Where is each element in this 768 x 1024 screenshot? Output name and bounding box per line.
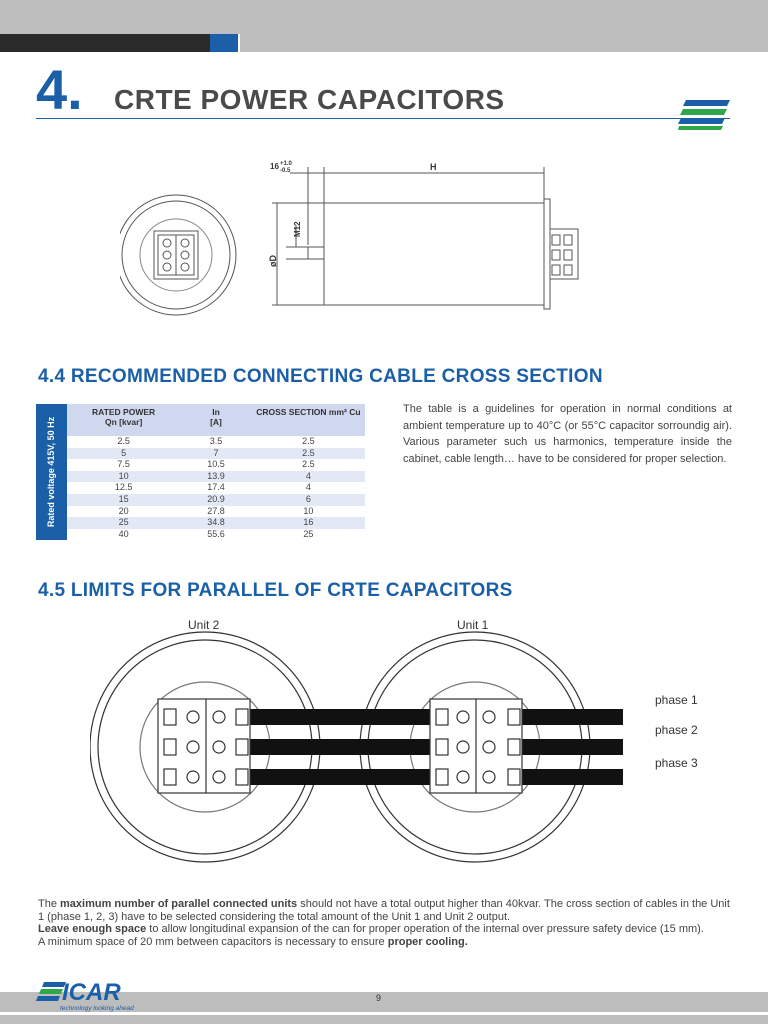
cell-power: 5: [67, 447, 181, 460]
cell-power: 2.5: [117, 436, 130, 446]
section-44-title: 4.4 RECOMMENDED CONNECTING CABLE CROSS S…: [38, 366, 603, 387]
table-row: 12.5 17.4 4: [67, 482, 365, 494]
dim-m12: M12: [293, 221, 302, 237]
cell-in: 10.5: [207, 459, 225, 470]
parallel-capacitors-drawing: [90, 631, 623, 863]
section-44-description: The table is a guidelines for operation …: [403, 403, 732, 465]
cell-section: 2.5: [302, 459, 315, 470]
top-strip-blue: [210, 34, 238, 52]
capacitor-dimension-drawing: 16 +1.0 -0.5 H M12 øD: [120, 161, 579, 316]
cell-power: 20: [118, 505, 129, 516]
col-header-in: In[A]: [180, 404, 252, 436]
title-rule: [36, 118, 730, 119]
cell-in: 13.9: [180, 470, 252, 483]
brand-stripes-icon: [678, 100, 730, 130]
dim-16: 16: [270, 162, 279, 171]
cell-power: 25: [67, 517, 181, 529]
logo-text: ICAR: [62, 979, 121, 1006]
dim-d: øD: [268, 255, 278, 267]
page-number: 9: [376, 993, 382, 1003]
top-bar: [0, 0, 768, 34]
dim-tol-minus: -0.5: [280, 168, 291, 174]
cell-power: 12.5: [114, 482, 133, 493]
col-header-section: CROSS SECTION mm² Cu: [251, 404, 365, 436]
note-paragraph-2: Leave enough space to allow longitudinal…: [38, 923, 704, 935]
cell-in: 20.9: [180, 493, 252, 506]
top-strip-gray: [240, 34, 768, 52]
table-row: 40 55.6 25: [67, 529, 365, 541]
note-paragraph-3: A minimum space of 20 mm between capacit…: [38, 935, 468, 948]
cell-section: 10: [303, 505, 314, 516]
parallel-notes: The maximum number of parallel connected…: [38, 898, 732, 948]
cell-power: 15: [67, 493, 181, 506]
side-label-text: Rated voltage 415V, 50 Hz: [46, 416, 57, 528]
top-strip-dark: [0, 34, 210, 52]
cell-section: 2.5: [251, 447, 365, 460]
section-45-title: 4.5 LIMITS FOR PARALLEL OF CRTE CAPACITO…: [38, 580, 513, 601]
unit-2-label: Unit 2: [188, 618, 220, 632]
cell-power: 10: [67, 470, 181, 483]
table-row: 7.5 10.5 2.5: [67, 459, 365, 471]
cell-section: 4: [251, 470, 365, 483]
dim-h: H: [430, 162, 437, 172]
bottom-bar: [0, 992, 768, 1024]
phase-2-label: phase 2: [655, 723, 698, 737]
icar-logo: ICAR technology looking ahead: [36, 979, 134, 1012]
logo-tagline: technology looking ahead: [60, 1005, 134, 1012]
cell-in: 27.8: [207, 505, 225, 516]
unit-1-label: Unit 1: [457, 618, 489, 632]
side-label: Rated voltage 415V, 50 Hz: [36, 404, 67, 540]
cell-in: 17.4: [207, 482, 225, 493]
chapter-number: 4.: [36, 58, 83, 121]
cell-in: 55.6: [207, 528, 225, 539]
cell-section: 2.5: [302, 436, 315, 446]
cell-section: 4: [305, 482, 311, 493]
cell-power: 40: [118, 528, 129, 539]
bottom-bar-divider: [0, 1012, 768, 1015]
cell-in: 7: [180, 447, 252, 460]
table-row: 20 27.8 10: [67, 506, 365, 518]
chapter-title: CRTE POWER CAPACITORS: [114, 84, 505, 115]
cell-section: 6: [251, 493, 365, 506]
dim-tol-plus: +1.0: [280, 161, 293, 167]
phase-1-label: phase 1: [655, 693, 698, 707]
cell-section: 16: [251, 517, 365, 529]
cell-in: 34.8: [180, 517, 252, 529]
side-label-bg: [36, 404, 67, 540]
note-paragraph-1: The maximum number of parallel connected…: [38, 898, 730, 923]
cell-section: 25: [303, 528, 314, 539]
table-row: 2.5 3.5 2.5: [67, 436, 365, 448]
cell-in: 3.5: [209, 436, 223, 446]
phase-3-label: phase 3: [655, 756, 698, 770]
cell-power: 7.5: [117, 459, 130, 470]
